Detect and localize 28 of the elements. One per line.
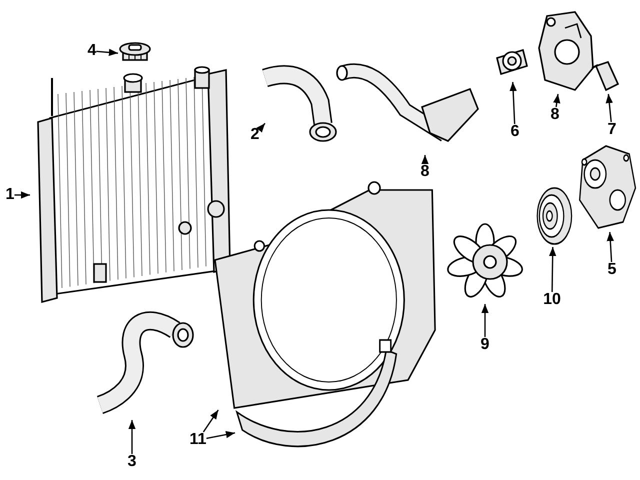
callout-number: 11: [190, 432, 206, 448]
callout-number: 9: [480, 337, 490, 353]
leader-line: [606, 232, 614, 262]
callout-number: 3: [128, 454, 136, 470]
leader-line: [421, 155, 429, 164]
callout-number: 8: [550, 107, 560, 123]
leader-line: [128, 420, 136, 454]
leader-line: [510, 82, 517, 124]
callout-number: 2: [250, 127, 260, 143]
thermostat-housing-drawing: [535, 8, 597, 94]
fan-shroud-drawing: [215, 180, 437, 410]
leader-line: [481, 304, 489, 337]
leader-line: [548, 247, 556, 292]
callout-number: 5: [608, 262, 616, 278]
callout-number: 6: [510, 124, 520, 140]
callout-number: 7: [608, 122, 616, 138]
leader-line: [14, 191, 30, 199]
leader-line: [96, 48, 118, 56]
radiator-cap-drawing: [118, 40, 152, 64]
callout-number: 10: [543, 292, 561, 308]
callout-number: 4: [88, 43, 96, 59]
leader-line: [202, 410, 219, 432]
leader-line: [206, 431, 236, 440]
callout-number: 1: [6, 187, 14, 203]
leader-line: [256, 122, 266, 133]
leader-line: [606, 94, 613, 122]
callout-number: 8: [420, 164, 430, 180]
leader-line: [553, 94, 560, 108]
